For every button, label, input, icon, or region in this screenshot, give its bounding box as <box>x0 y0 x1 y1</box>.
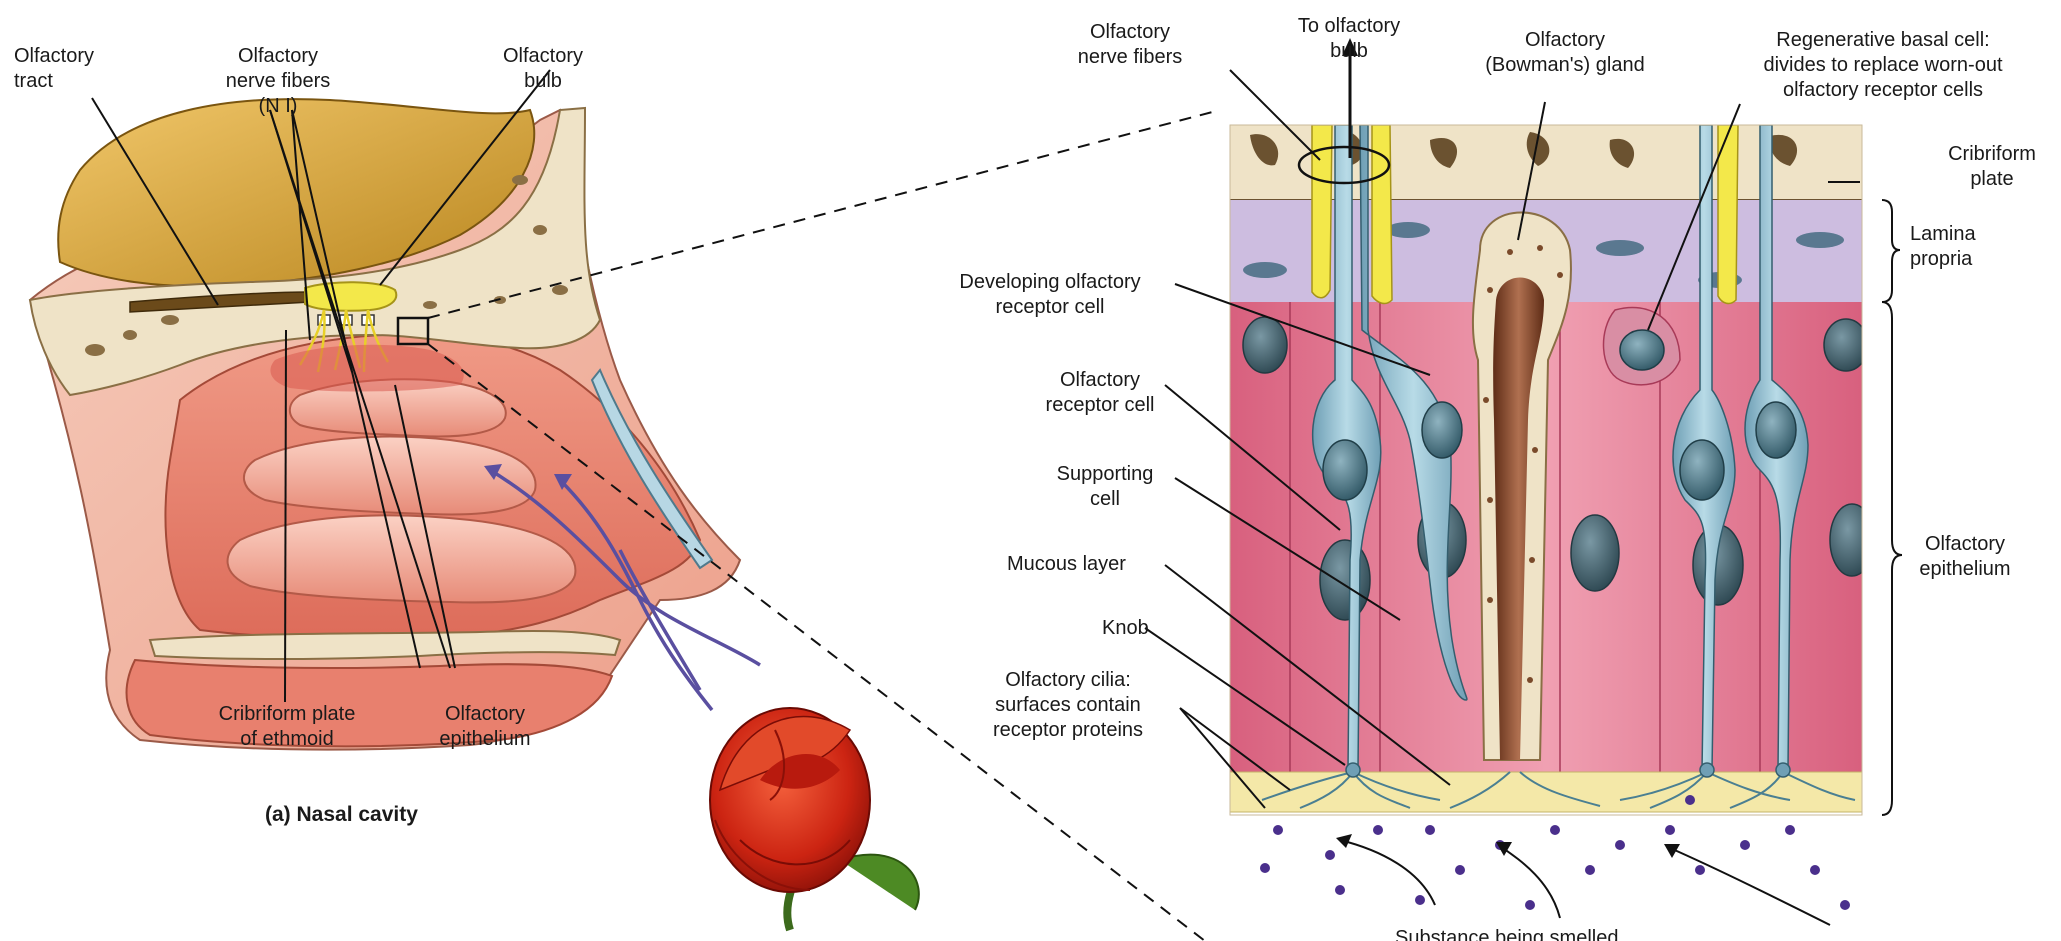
label-substance-being-smelled: Substance being smelled <box>1395 926 1618 941</box>
label-mucous-layer: Mucous layer <box>1007 552 1126 577</box>
label-olfactory-nerve-fibers-detail: Olfactory nerve fibers <box>1050 20 1210 70</box>
olfactory-bulb <box>305 282 396 311</box>
rose-image <box>710 708 919 930</box>
label-olfactory-bulb: Olfactory bulb <box>478 44 608 94</box>
figure-caption-nasal-cavity: (a) Nasal cavity <box>265 802 418 827</box>
label-supporting-cell: Supporting cell <box>1040 462 1170 512</box>
label-regenerative-basal-cell: Regenerative basal cell: divides to repl… <box>1710 28 2056 103</box>
label-lamina-propria: Lamina propria <box>1910 222 1976 272</box>
nasal-cavity-illustration <box>30 99 919 930</box>
label-bowmans-gland: Olfactory (Bowman's) gland <box>1460 28 1670 78</box>
label-knob: Knob <box>1102 616 1149 641</box>
label-olfactory-tract: Olfactory tract <box>14 44 94 94</box>
layer-braces <box>1882 200 1902 815</box>
label-olfactory-cilia: Olfactory cilia: surfaces contain recept… <box>958 668 1178 743</box>
label-to-olfactory-bulb: To olfactory bulb <box>1264 14 1434 64</box>
epithelium-detail <box>1230 125 1874 812</box>
label-developing-receptor-cell: Developing olfactory receptor cell <box>920 270 1180 320</box>
label-cribriform-plate-ethmoid: Cribriform plate of ethmoid <box>182 702 392 752</box>
label-olfactory-nerve-fibers: Olfactory nerve fibers (N I) <box>198 44 358 119</box>
label-olfactory-receptor-cell: Olfactory receptor cell <box>1020 368 1180 418</box>
label-cribriform-plate: Cribriform plate <box>1932 142 2052 192</box>
mucous-layer <box>1230 772 1862 812</box>
label-olfactory-epithelium-left: Olfactory epithelium <box>415 702 555 752</box>
label-olfactory-epithelium-right: Olfactory epithelium <box>1900 532 2030 582</box>
